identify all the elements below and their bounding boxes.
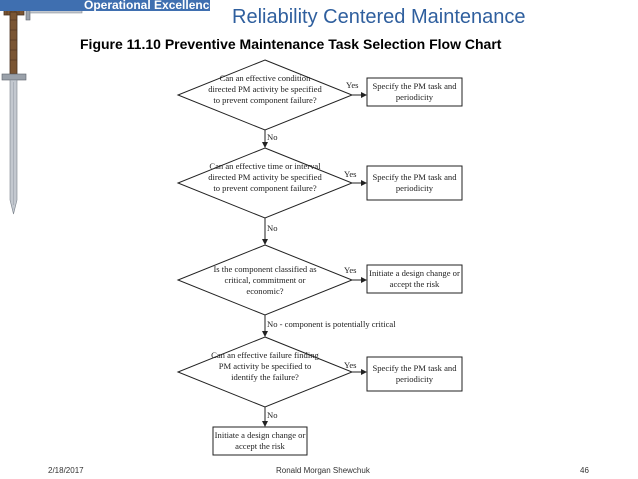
action-text-3: Initiate a design change or accept the r…: [369, 268, 460, 289]
yes-label-3: Yes: [344, 265, 357, 275]
action-text-2: Specify the PM task and periodicity: [372, 172, 457, 193]
decision-text-3: Is the component classified as critical,…: [213, 264, 317, 296]
section-label: Operational Excellence: [84, 0, 217, 12]
no-label-3: No - component is potentially critical: [267, 319, 396, 329]
yes-label-1: Yes: [346, 80, 359, 90]
page-title: Reliability Centered Maintenance: [232, 6, 526, 28]
footer-author: Ronald Morgan Shewchuk: [276, 466, 370, 475]
footer-page-number: 46: [580, 466, 589, 475]
header-band: [0, 0, 210, 11]
no-label-4: No: [267, 410, 278, 420]
decision-text-1: Can an effective condition directed PM a…: [208, 73, 322, 105]
action-text-1: Specify the PM task and periodicity: [372, 81, 457, 102]
yes-label-4: Yes: [344, 360, 357, 370]
action-box-2: [366, 165, 463, 201]
action-box-4: [366, 356, 463, 392]
action-box-3: [366, 264, 463, 294]
footer-date: 2/18/2017: [48, 466, 84, 475]
no-label-1: No: [267, 132, 278, 142]
final-action-text: Initiate a design change or accept the r…: [214, 430, 306, 451]
decision-text-4: Can an effective failure finding PM acti…: [211, 350, 319, 382]
no-label-2: No: [267, 223, 278, 233]
action-box-1: [366, 77, 463, 107]
decision-text-2: Can an effective time or interval direct…: [208, 161, 322, 193]
action-text-4: Specify the PM task and periodicity: [372, 363, 457, 384]
final-action-box: [212, 426, 308, 456]
yes-label-2: Yes: [344, 169, 357, 179]
figure-title: Figure 11.10 Preventive Maintenance Task…: [80, 36, 502, 52]
